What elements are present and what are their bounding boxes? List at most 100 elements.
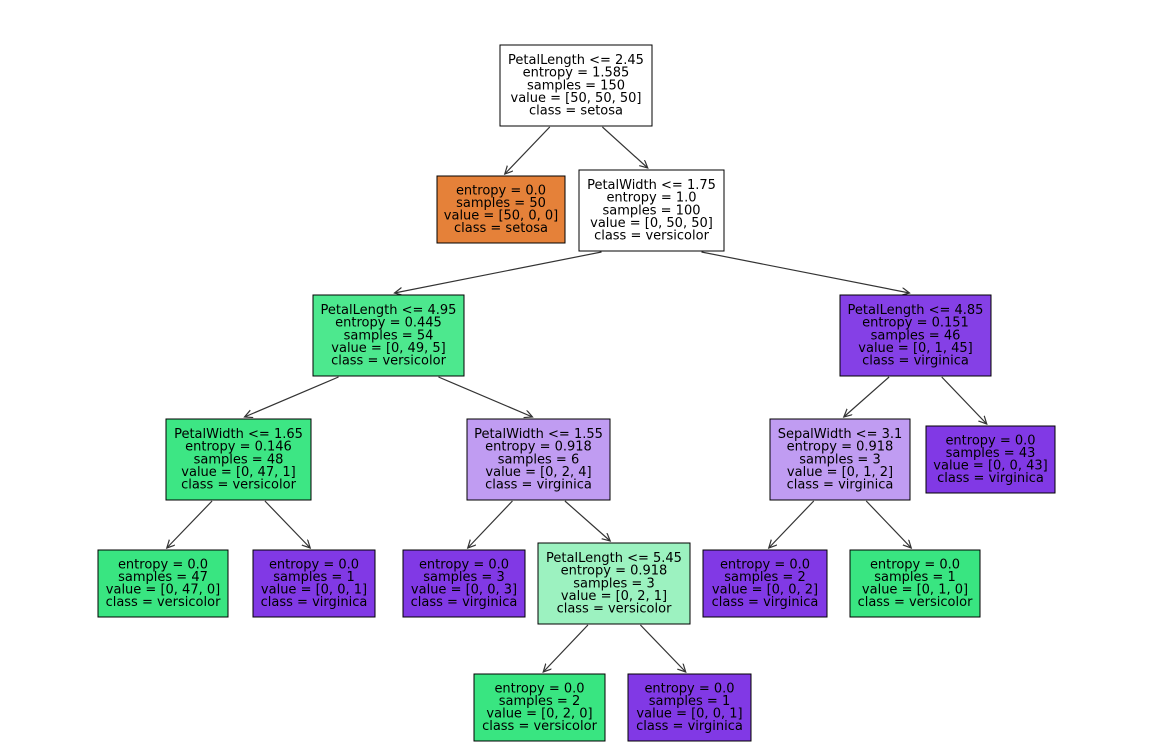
node-line: value = [0, 0, 1]	[261, 583, 367, 598]
node-box	[165, 418, 312, 501]
node-line: value = [0, 47, 1]	[181, 465, 295, 480]
node-line: entropy = 0.0	[945, 433, 1035, 448]
node-line: value = [0, 2, 1]	[561, 589, 667, 604]
node-line: value = [0, 47, 0]	[106, 583, 220, 598]
edge-n3-n5	[245, 376, 339, 417]
node-line: PetalWidth <= 1.65	[174, 427, 303, 442]
node-line: entropy = 0.918	[561, 564, 668, 579]
node-line: samples = 47	[118, 570, 208, 585]
node-line: entropy = 0.0	[494, 681, 584, 696]
node-box	[252, 549, 376, 618]
node-line: value = [50, 50, 50]	[511, 91, 642, 106]
node-line: entropy = 0.918	[485, 440, 592, 455]
node-line: value = [0, 0, 1]	[636, 707, 742, 722]
node-line: samples = 1	[649, 694, 730, 709]
node-box	[402, 549, 526, 618]
node-line: entropy = 0.146	[185, 440, 292, 455]
node-line: class = virginica	[712, 595, 819, 610]
node-line: samples = 6	[498, 452, 579, 467]
node-line: entropy = 0.0	[720, 557, 810, 572]
node-line: entropy = 0.0	[644, 681, 734, 696]
node-line: samples = 100	[602, 203, 700, 218]
node-box	[769, 418, 911, 501]
edge-n2-n3	[395, 251, 602, 293]
node-line: samples = 2	[499, 694, 580, 709]
edge-n2-n4	[701, 251, 910, 293]
node-line: value = [0, 0, 43]	[933, 459, 1047, 474]
edge-n5-n10	[264, 500, 310, 548]
edge-n7-n13	[769, 500, 815, 548]
edges-layer	[167, 126, 987, 672]
node-line: class = setosa	[454, 221, 548, 236]
node-line: class = virginica	[787, 478, 894, 493]
node-line: value = [0, 49, 5]	[331, 341, 445, 356]
node-box	[97, 549, 229, 618]
node-line: class = virginica	[411, 595, 518, 610]
node-line: class = versicolor	[331, 354, 447, 369]
edge-n4-n8	[941, 376, 987, 424]
node-line: value = [0, 0, 2]	[712, 583, 818, 598]
node-line: entropy = 0.0	[456, 183, 546, 198]
node-line: samples = 48	[194, 452, 284, 467]
edge-n3-n6	[438, 376, 533, 417]
node-line: samples = 150	[527, 78, 625, 93]
node-line: entropy = 0.0	[870, 557, 960, 572]
node-line: samples = 3	[799, 452, 880, 467]
node-line: samples = 43	[946, 446, 1036, 461]
node-line: PetalLength <= 5.45	[546, 551, 682, 566]
edge-n12-n16	[639, 624, 685, 672]
node-line: PetalLength <= 4.85	[848, 303, 984, 318]
node-box	[466, 418, 611, 501]
node-line: value = [0, 1, 2]	[787, 465, 893, 480]
node-box	[925, 425, 1056, 494]
edge-n0-n2	[602, 126, 647, 168]
node-line: entropy = 1.0	[606, 191, 696, 206]
node-box	[537, 542, 691, 625]
node-line: samples = 3	[423, 570, 504, 585]
node-line: entropy = 0.0	[118, 557, 208, 572]
node-line: class = versicolor	[594, 229, 710, 244]
node-line: samples = 1	[874, 570, 955, 585]
node-line: entropy = 1.585	[523, 66, 630, 81]
node-box	[627, 673, 752, 742]
node-line: class = versicolor	[106, 595, 222, 610]
edge-n6-n12	[564, 500, 610, 541]
node-line: SepalWidth <= 3.1	[778, 427, 903, 442]
edge-n4-n7	[844, 376, 890, 417]
edge-n0-n1	[505, 126, 551, 174]
node-line: class = versicolor	[858, 595, 974, 610]
node-line: value = [0, 2, 0]	[486, 707, 592, 722]
node-line: PetalLength <= 4.95	[321, 303, 457, 318]
edge-n7-n14	[865, 500, 911, 548]
node-line: samples = 3	[573, 576, 654, 591]
node-box	[473, 673, 606, 742]
node-line: class = versicolor	[557, 602, 673, 617]
edge-n5-n9	[167, 500, 213, 548]
node-line: entropy = 0.918	[787, 440, 894, 455]
node-box	[849, 549, 981, 618]
edge-n12-n15	[543, 624, 589, 672]
node-box	[702, 549, 828, 618]
node-line: samples = 50	[456, 196, 546, 211]
node-box	[312, 294, 465, 377]
node-line: value = [0, 50, 50]	[590, 216, 713, 231]
node-line: PetalLength <= 2.45	[508, 53, 644, 68]
node-line: value = [0, 1, 45]	[858, 341, 972, 356]
